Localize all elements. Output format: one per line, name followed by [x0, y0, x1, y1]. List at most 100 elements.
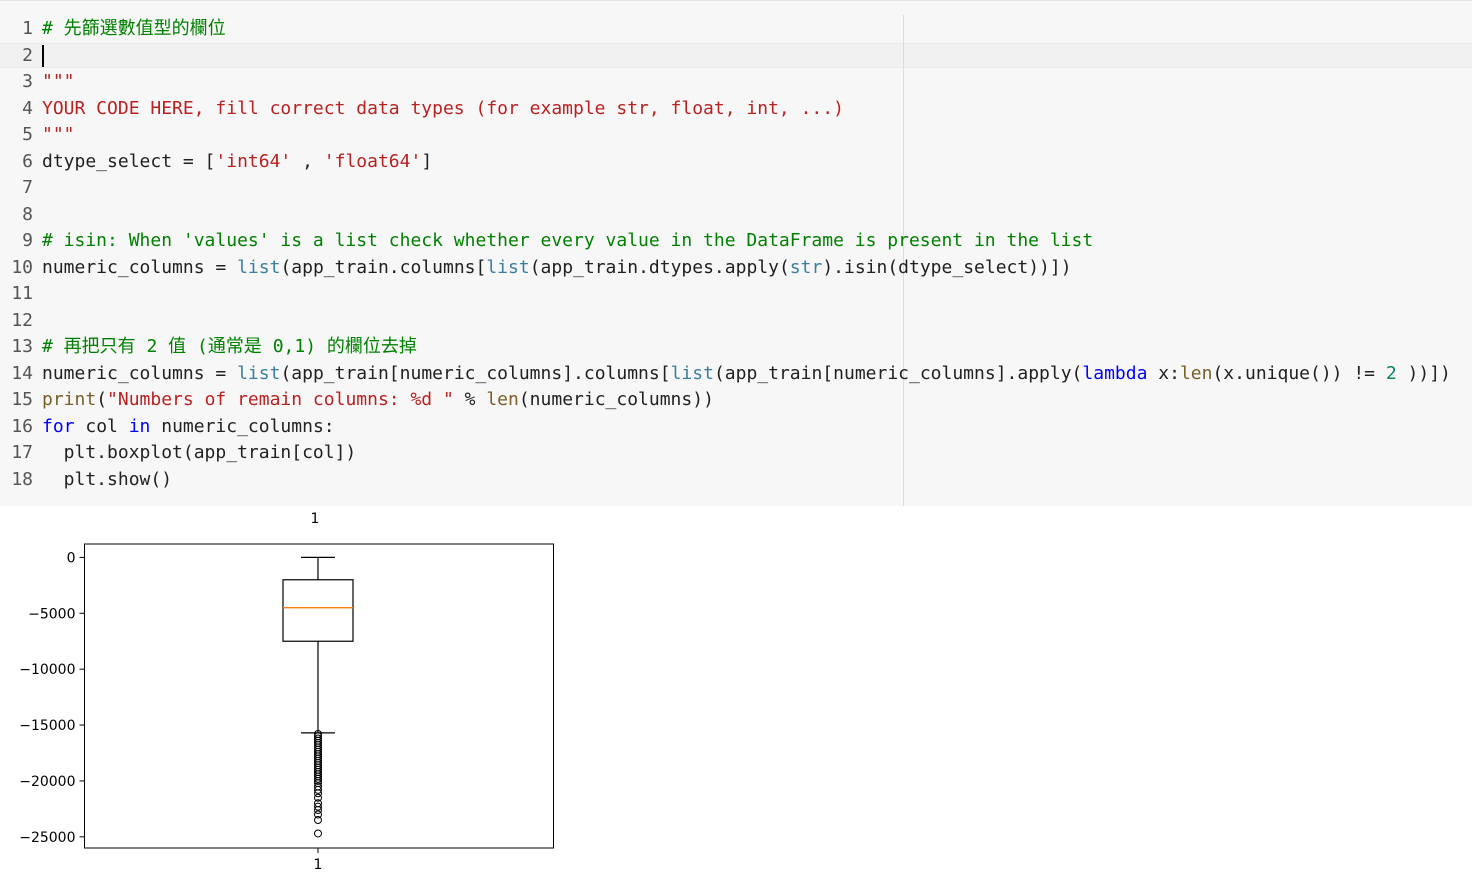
line-code: plt.show()	[42, 467, 172, 494]
code-token: print	[42, 389, 97, 410]
boxplot-chart: 1 0 −5000 −10000 −15000 −20000 −25000 1	[19, 511, 554, 873]
code-token: list	[670, 362, 714, 384]
code-token: numeric_columns =	[42, 362, 238, 384]
code-token: len	[486, 389, 519, 410]
outlier-point	[314, 816, 322, 825]
line-number: 15	[11, 389, 33, 410]
code-token: "Numbers of remain columns: %d "	[107, 389, 454, 410]
plot-frame	[84, 543, 554, 849]
code-token: list	[486, 256, 530, 278]
line-number: 14	[11, 362, 33, 384]
boxplot-marks	[282, 556, 354, 838]
y-tick-label: −25000	[19, 830, 75, 846]
line-code	[42, 43, 44, 70]
code-token: 2	[1385, 362, 1397, 384]
line-number: 7	[22, 177, 33, 198]
code-token: (	[96, 389, 108, 410]
code-token: in	[128, 415, 151, 437]
outlier-point	[314, 810, 322, 819]
code-token: 'int64'	[215, 150, 292, 172]
outlier-point	[314, 829, 322, 838]
y-tick-label: −15000	[19, 718, 75, 734]
line-number: 3	[22, 71, 33, 92]
code-token: plt.show()	[42, 468, 173, 490]
code-token: (x.unique()) !=	[1212, 362, 1386, 384]
code-token: 'float64'	[323, 150, 422, 172]
code-ruler	[903, 15, 904, 506]
code-token: numeric_columns =	[42, 256, 238, 278]
cell-output: 1 0 −5000 −10000 −15000 −20000 −25000 1	[0, 506, 1472, 875]
outlier-point	[314, 774, 322, 783]
x-tick-label: 1	[314, 857, 323, 873]
line-code: YOUR CODE HERE, fill correct data types …	[42, 96, 844, 123]
text-cursor	[42, 44, 44, 67]
line-code: dtype_select = ['int64' , 'float64']	[42, 149, 432, 176]
outlier-point	[314, 793, 322, 802]
line-number: 2	[22, 44, 33, 66]
code-token: (app_train.columns[	[280, 256, 487, 278]
code-token: dtype_select = [	[42, 150, 216, 172]
line-code: plt.boxplot(app_train[col])	[42, 440, 357, 467]
line-number: 16	[11, 415, 33, 437]
line-number: 8	[22, 203, 33, 225]
code-token: str	[789, 256, 823, 278]
outlier-point	[314, 785, 322, 794]
line-number: 1	[22, 18, 33, 39]
y-tick-label: −20000	[19, 774, 75, 790]
line-number: 4	[22, 97, 33, 119]
code-token: # isin: When 'values' is a list check wh…	[42, 230, 1094, 251]
line-code: """	[42, 122, 75, 149]
y-tick-label: −10000	[19, 662, 75, 678]
code-token: (app_train[numeric_columns].columns[	[280, 362, 671, 384]
line-code: print("Numbers of remain columns: %d " %…	[42, 387, 714, 414]
line-code: numeric_columns = list(app_train[numeric…	[42, 361, 1451, 388]
outlier-point	[314, 802, 322, 811]
code-token: (app_train[numeric_columns].apply(	[713, 362, 1083, 384]
code-token: numeric_columns:	[150, 415, 335, 437]
line-number: 13	[11, 336, 33, 357]
active-line-highlight	[0, 43, 1472, 68]
line-code: numeric_columns = list(app_train.columns…	[42, 255, 1072, 282]
code-token: list	[237, 256, 281, 278]
code-token: ))])	[1396, 362, 1451, 384]
line-number: 6	[22, 150, 33, 172]
code-token: %	[453, 389, 487, 410]
code-token: # 再把只有 2 值 (通常是 0,1) 的欄位去掉	[42, 336, 417, 357]
y-tick-label: 0	[67, 550, 76, 566]
code-token: for	[42, 415, 75, 437]
line-code: for col in numeric_columns:	[42, 414, 335, 441]
line-code: """	[42, 69, 75, 96]
outlier-point	[314, 806, 322, 814]
line-number: 12	[11, 309, 33, 331]
code-token: ).isin(dtype_select))])	[822, 256, 1072, 278]
code-token: x:	[1147, 362, 1180, 384]
y-tick-label: −5000	[28, 606, 75, 622]
line-number: 9	[22, 230, 33, 251]
line-number: 11	[11, 283, 33, 304]
line-code: # 再把只有 2 值 (通常是 0,1) 的欄位去掉	[42, 334, 417, 361]
code-token: plt.boxplot(app_train[col])	[42, 442, 357, 463]
line-code: # isin: When 'values' is a list check wh…	[42, 228, 1093, 255]
line-code: # 先篩選數值型的欄位	[42, 16, 226, 43]
code-token: """	[42, 71, 75, 92]
code-token: """	[42, 124, 75, 145]
code-token: ,	[291, 150, 324, 172]
chart-title: 1	[311, 511, 320, 527]
code-token: col	[74, 415, 129, 437]
box	[282, 579, 354, 642]
code-token: lambda	[1082, 362, 1148, 384]
code-token: list	[237, 362, 281, 384]
code-token: (app_train.dtypes.apply(	[529, 256, 790, 278]
code-token: # 先篩選數值型的欄位	[42, 18, 226, 39]
line-number: 18	[11, 468, 33, 490]
outlier-point	[314, 789, 322, 798]
line-number: 5	[22, 124, 33, 145]
line-number: 17	[11, 442, 33, 463]
code-token: len	[1179, 362, 1213, 384]
code-cell[interactable]: 1 # 先篩選數值型的欄位 2 3 """ 4 YOUR CODE HERE, fill c…	[0, 0, 1472, 506]
outlier-point	[314, 776, 322, 785]
y-axis: 0 −5000 −10000 −15000 −20000 −25000	[19, 550, 85, 846]
code-token: ]	[421, 150, 433, 172]
x-axis: 1	[314, 848, 323, 873]
line-number: 10	[11, 256, 33, 278]
